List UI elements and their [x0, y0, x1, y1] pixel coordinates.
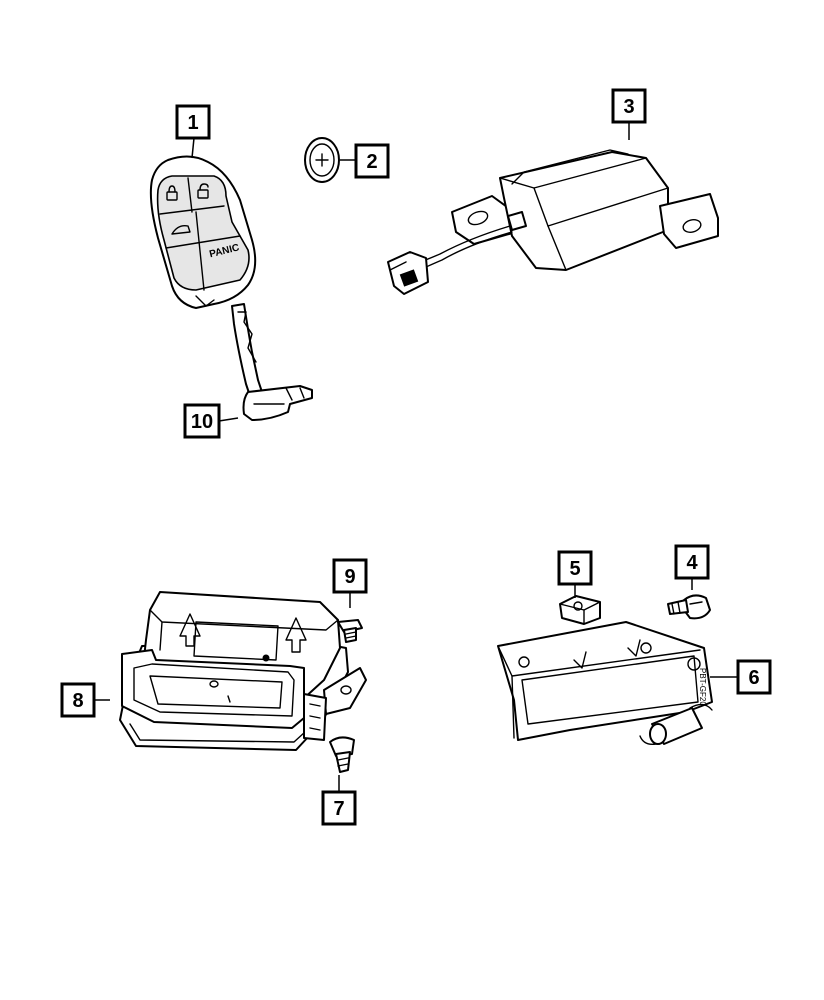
lock-icon [166, 185, 178, 201]
callout-label: 7 [333, 798, 344, 820]
callout-5: 5 [557, 550, 593, 586]
receiver-module [387, 149, 719, 295]
mounting-bracket: PBT-GF20 [497, 621, 713, 746]
callout-9: 9 [332, 558, 368, 594]
callout-label: 9 [344, 566, 355, 588]
callout-6: 6 [736, 659, 772, 695]
callout-label: 2 [366, 151, 377, 173]
callout-label: 6 [748, 667, 759, 689]
callout-label: 4 [686, 552, 698, 574]
key-fob: PANIC [149, 155, 257, 309]
control-module [119, 591, 367, 751]
callout-7: 7 [321, 790, 357, 826]
callout-label: 3 [623, 96, 634, 118]
trunk-icon [171, 224, 191, 235]
callout-10: 10 [183, 403, 221, 439]
callout-label: 5 [569, 558, 580, 580]
callout-4: 4 [674, 544, 710, 580]
callout-label: 8 [72, 690, 83, 712]
coin-battery [304, 137, 340, 183]
callout-8: 8 [60, 682, 96, 718]
emergency-key [231, 303, 313, 421]
callout-2: 2 [354, 143, 390, 179]
screw-7 [329, 736, 355, 773]
unlock-icon [197, 183, 209, 199]
clip-nut [559, 595, 601, 625]
leader-lines [94, 122, 738, 792]
screw-9 [337, 619, 363, 643]
bracket-stamp: PBT-GF20 [698, 668, 707, 706]
callout-3: 3 [611, 88, 647, 124]
callout-label: 1 [187, 112, 198, 134]
bolt-4 [667, 594, 711, 620]
callout-1: 1 [175, 104, 211, 140]
callout-label: 10 [191, 411, 213, 433]
